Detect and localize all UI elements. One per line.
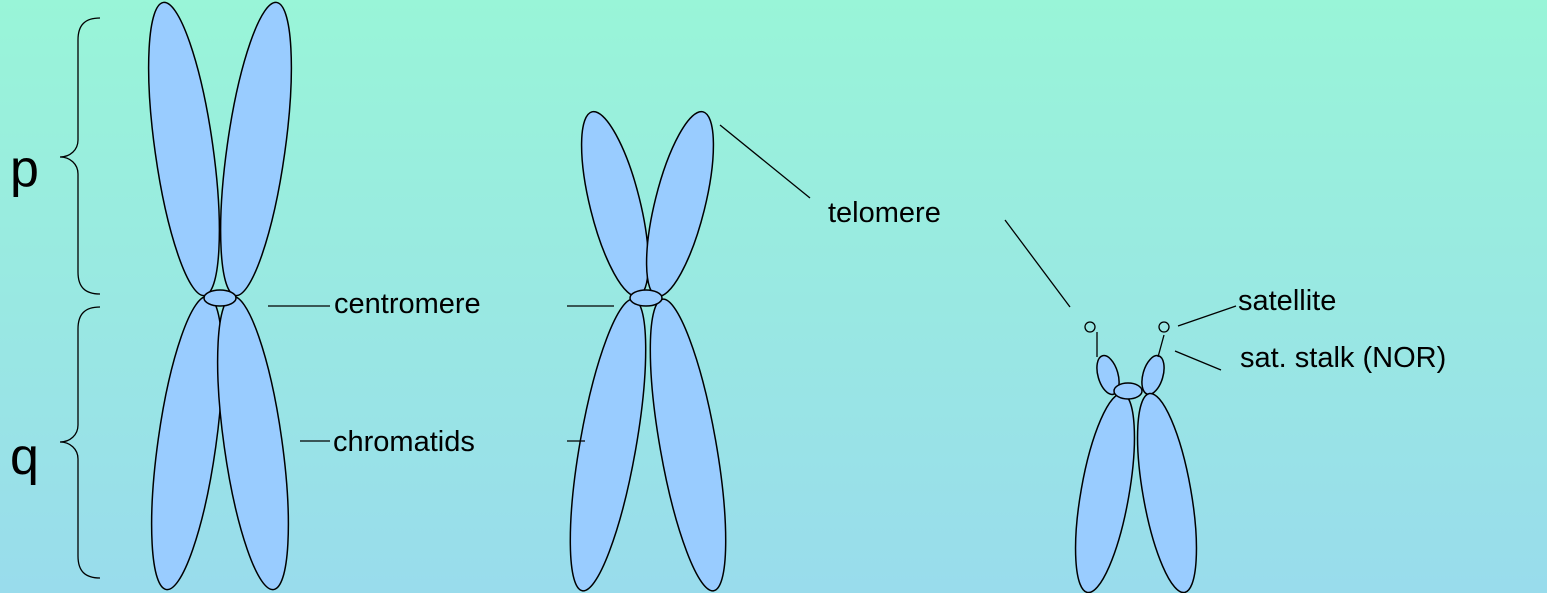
sat-stalk-label: sat. stalk (NOR)	[1240, 342, 1446, 374]
centromere-label: centromere	[334, 288, 481, 320]
satellite-label: satellite	[1238, 285, 1336, 317]
submetacentric-chromosome	[555, 106, 742, 593]
chromatid-p-arm-right	[633, 106, 727, 302]
telomere-leader-lower	[1005, 220, 1070, 307]
satellite-left	[1085, 322, 1095, 332]
centromere-shape	[1114, 383, 1142, 399]
chromatid-p-arm-left	[135, 0, 234, 300]
metacentric-chromosome	[135, 0, 306, 593]
chromatid-q-arm-right	[1126, 389, 1208, 593]
chromatid-p-arm-right	[207, 0, 306, 300]
chromatid-q-arm-left	[555, 294, 662, 593]
sat-stalk-leader	[1175, 351, 1221, 370]
chromatid-q-arm-right	[635, 294, 742, 593]
telomere-leader-upper	[720, 125, 810, 198]
satellite-leader	[1178, 306, 1236, 326]
chromatid-q-arm-right	[204, 292, 303, 593]
satellite-stalk-right	[1158, 335, 1164, 357]
chromatids-label: chromatids	[333, 426, 475, 458]
telomere-label: telomere	[828, 197, 941, 229]
centromere-shape	[204, 290, 236, 306]
p-arm-brace	[60, 18, 100, 294]
acrocentric-chromosome	[1064, 322, 1208, 593]
centromere-shape	[630, 290, 662, 306]
satellite-right	[1159, 322, 1169, 332]
q-arm-brace	[60, 307, 100, 578]
p-arm-label: p	[10, 140, 39, 198]
chromatid-q-arm-left	[1064, 389, 1146, 593]
q-arm-label: q	[10, 428, 39, 486]
